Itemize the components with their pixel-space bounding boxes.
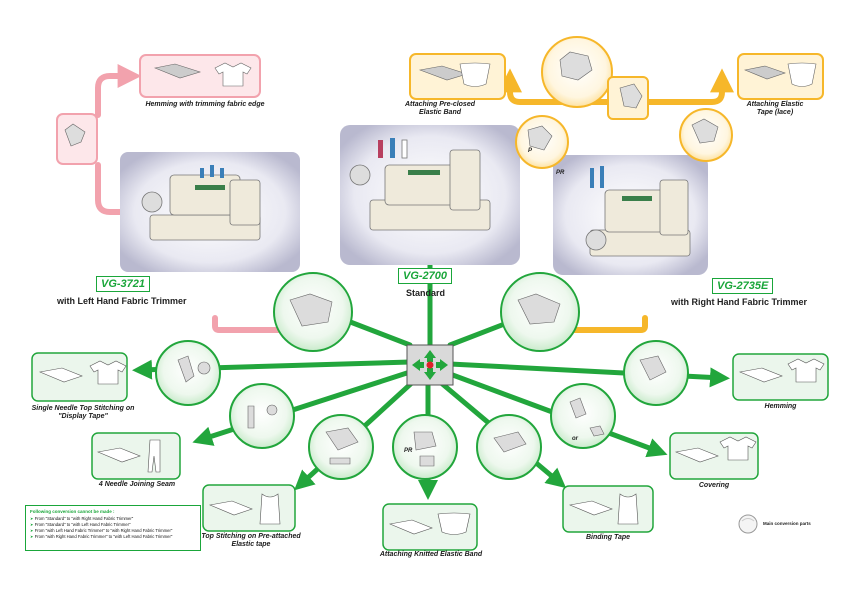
machine-center — [349, 138, 491, 231]
notes-row: ➤ From "with Left Hand Fabric Trimmer" t… — [30, 528, 173, 533]
caption-hemming-trim: Hemming with trimming fabric edge — [145, 101, 265, 108]
caption-single-needle: Single Needle Top Stitching on "Display … — [31, 405, 135, 420]
model-desc-center: Standard — [406, 288, 446, 298]
notes-row: ➤ From "Standard" to "with Right Hand Fa… — [30, 516, 134, 521]
caption-covering: Covering — [698, 482, 730, 489]
center-hub — [406, 344, 454, 386]
model-name-left: VG-3721 — [96, 276, 151, 292]
label-pr: PR — [556, 170, 565, 176]
model-name-right: VG-2735E — [712, 278, 774, 294]
caption-hemming: Hemming — [764, 403, 797, 410]
label-or: or — [572, 436, 579, 442]
caption-preclosed: Attaching Pre-closed Elastic Band — [404, 101, 475, 116]
machine-left — [141, 165, 261, 241]
machine-right — [585, 166, 691, 257]
machine-photos — [120, 125, 708, 275]
legend-label: Main conversion parts — [763, 521, 811, 526]
notes-row: ➤ From "Standard" to "with Left Hand Fab… — [30, 522, 131, 527]
orange-boxes — [409, 36, 824, 169]
main-conversion-parts-icon — [738, 514, 758, 534]
notes-title: Following conversion cannot be made : — [30, 509, 115, 514]
caption-binding: Binding Tape — [585, 534, 631, 541]
output-sketches — [38, 358, 825, 535]
legend: Main conversion parts — [737, 513, 837, 534]
conversion-notes: Following conversion cannot be made : ➤ … — [25, 505, 201, 551]
notes-row: ➤ From "with Right Hand Fabric Trimmer" … — [30, 534, 173, 539]
pink-boxes — [56, 54, 261, 165]
pink-connectors — [95, 64, 303, 333]
caption-top-preattached: Top Stitching on Pre-attached Elastic ta… — [201, 533, 301, 548]
model-desc-left: with Left Hand Fabric Trimmer — [57, 296, 187, 306]
label-p: P — [528, 148, 533, 154]
caption-elastic-lace: Attaching Elastic Tape (lace) — [746, 101, 804, 116]
model-desc-right: with Right Hand Fabric Trimmer — [671, 297, 808, 307]
label-pr-bottom: PR — [404, 448, 413, 454]
model-name-center: VG-2700 — [398, 268, 453, 284]
green-part-sketches — [177, 293, 667, 467]
caption-knitted-band: Attaching Knitted Elastic Band — [379, 551, 483, 558]
caption-four-needle: 4 Needle Joining Seam — [98, 481, 176, 488]
